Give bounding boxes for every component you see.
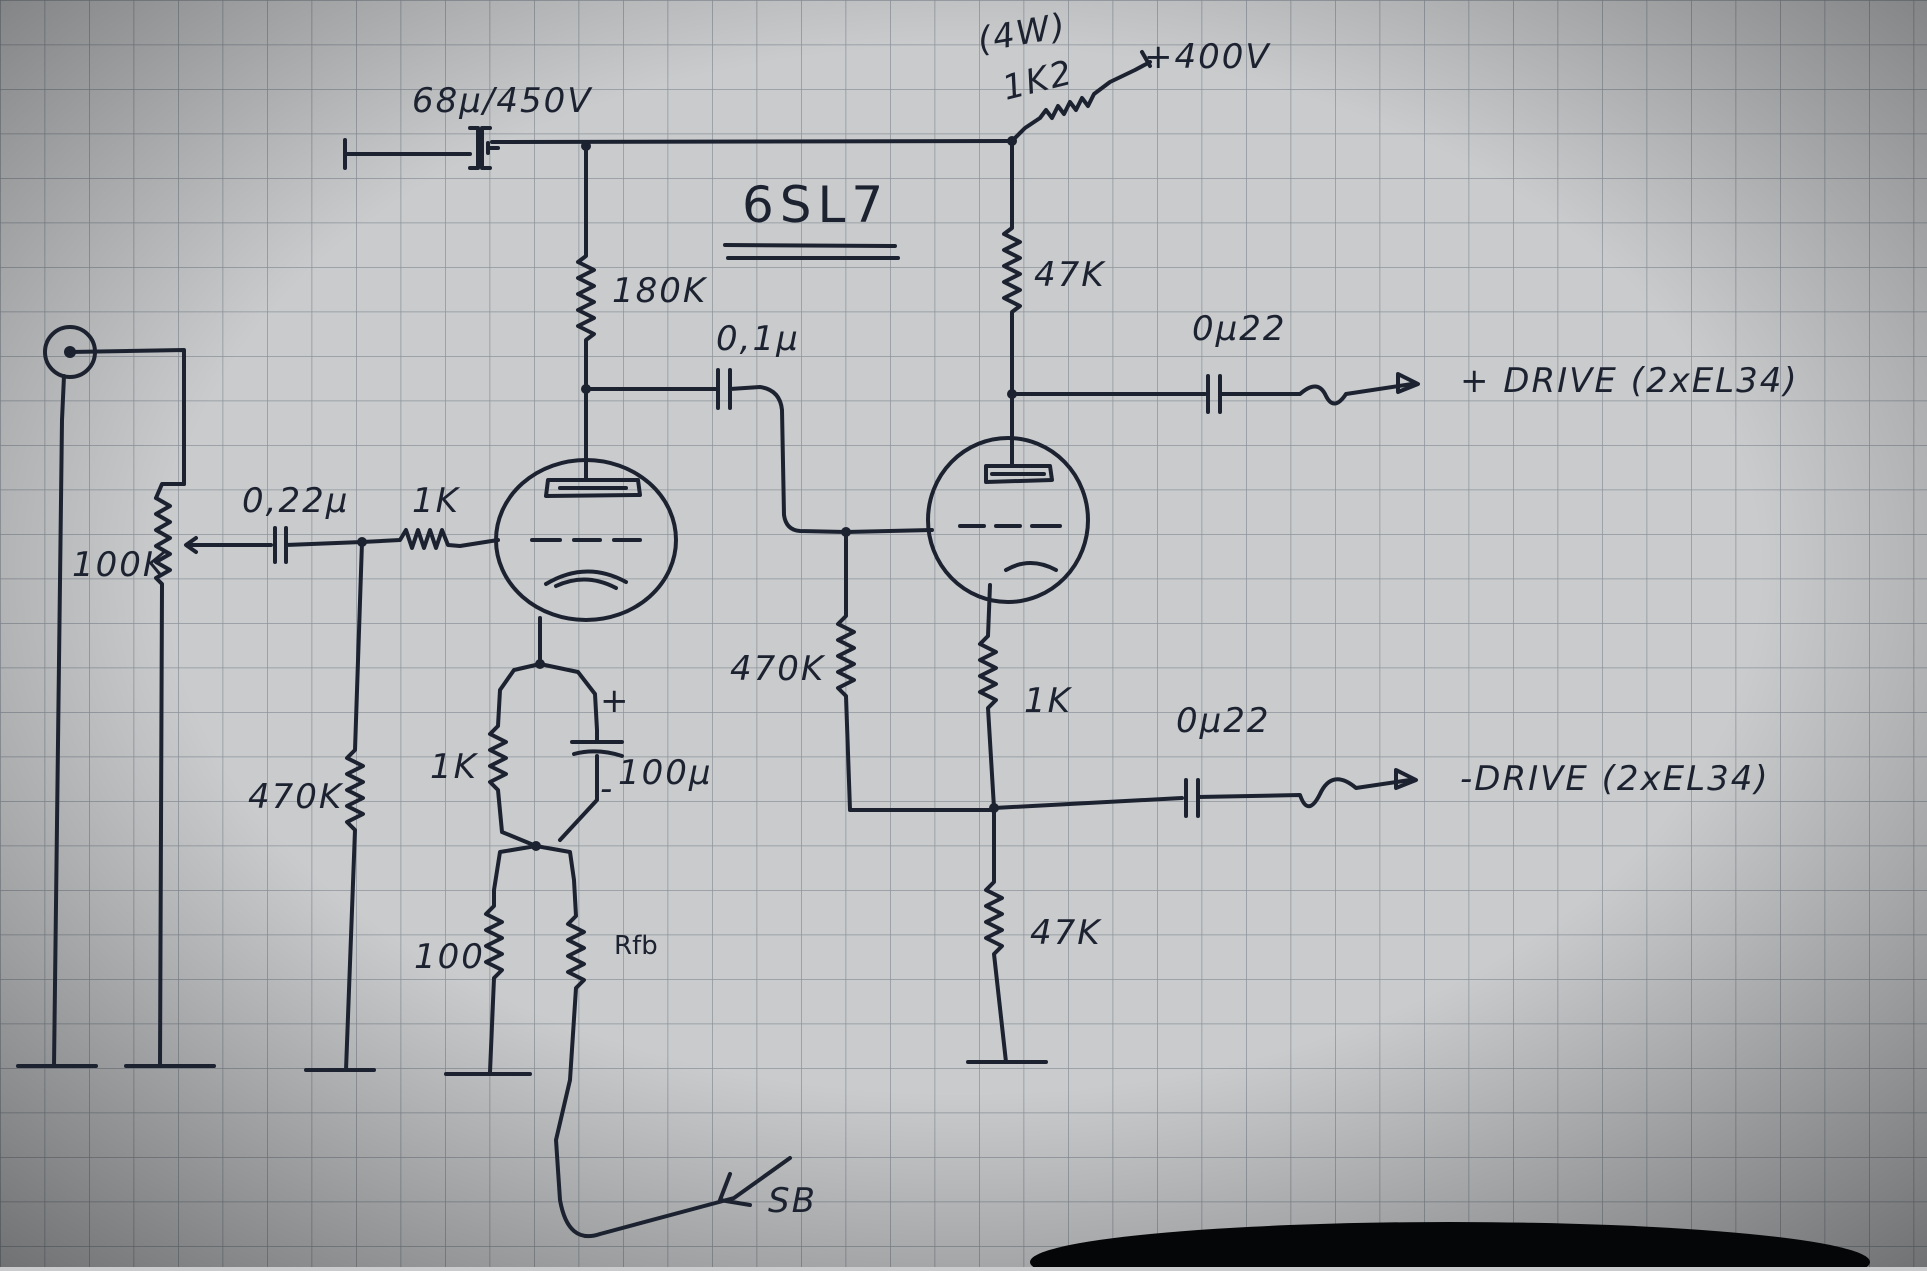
title-underline — [723, 243, 900, 260]
label-grid-stopper: 1K — [412, 481, 461, 521]
label-cathode-resistor-v2: 1K — [1024, 681, 1073, 721]
wiring — [16, 50, 1420, 1239]
label-bypass-cap: 100µ — [618, 753, 713, 793]
label-input-pot: 100K — [72, 545, 168, 585]
tube-v2 — [926, 436, 1090, 604]
label-shunt-resistor: 100 — [414, 937, 485, 977]
label-input-cap: 0,22µ — [242, 481, 349, 521]
label-drive-pos: + DRIVE (2xEL34) — [1460, 361, 1799, 401]
label-supply-cap: 68µ/450V — [412, 81, 593, 121]
label-grid-leak-v2: 470K — [730, 649, 826, 689]
tube-type-title: 6SL7 — [742, 176, 889, 234]
label-out-cap-neg: 0µ22 — [1176, 701, 1271, 741]
label-coupling-cap: 0,1µ — [716, 319, 800, 359]
label-plate-load-v1: 180K — [612, 271, 708, 311]
tube-v1 — [494, 458, 678, 622]
labels: 6SL7 68µ/450V (4W) 1K2 +400V 180K 0,1µ 4… — [72, 6, 1799, 1221]
label-cathode-resistor-v1: 1K — [430, 747, 479, 787]
label-minus-sign: - — [600, 769, 614, 809]
label-grid-leak-v1: 470K — [248, 777, 344, 817]
label-feedback-resistor: Rfb — [614, 931, 658, 961]
label-feedback-source: SB — [768, 1181, 817, 1221]
label-drive-neg: -DRIVE (2xEL34) — [1460, 759, 1770, 799]
shadow — [1030, 1222, 1870, 1271]
label-plate-load-v2: 47K — [1034, 255, 1106, 295]
label-supply-voltage: +400V — [1144, 37, 1271, 77]
label-plus-sign: + — [600, 681, 631, 721]
label-out-cap-pos: 0µ22 — [1192, 309, 1287, 349]
label-tail-resistor: 47K — [1030, 913, 1102, 953]
